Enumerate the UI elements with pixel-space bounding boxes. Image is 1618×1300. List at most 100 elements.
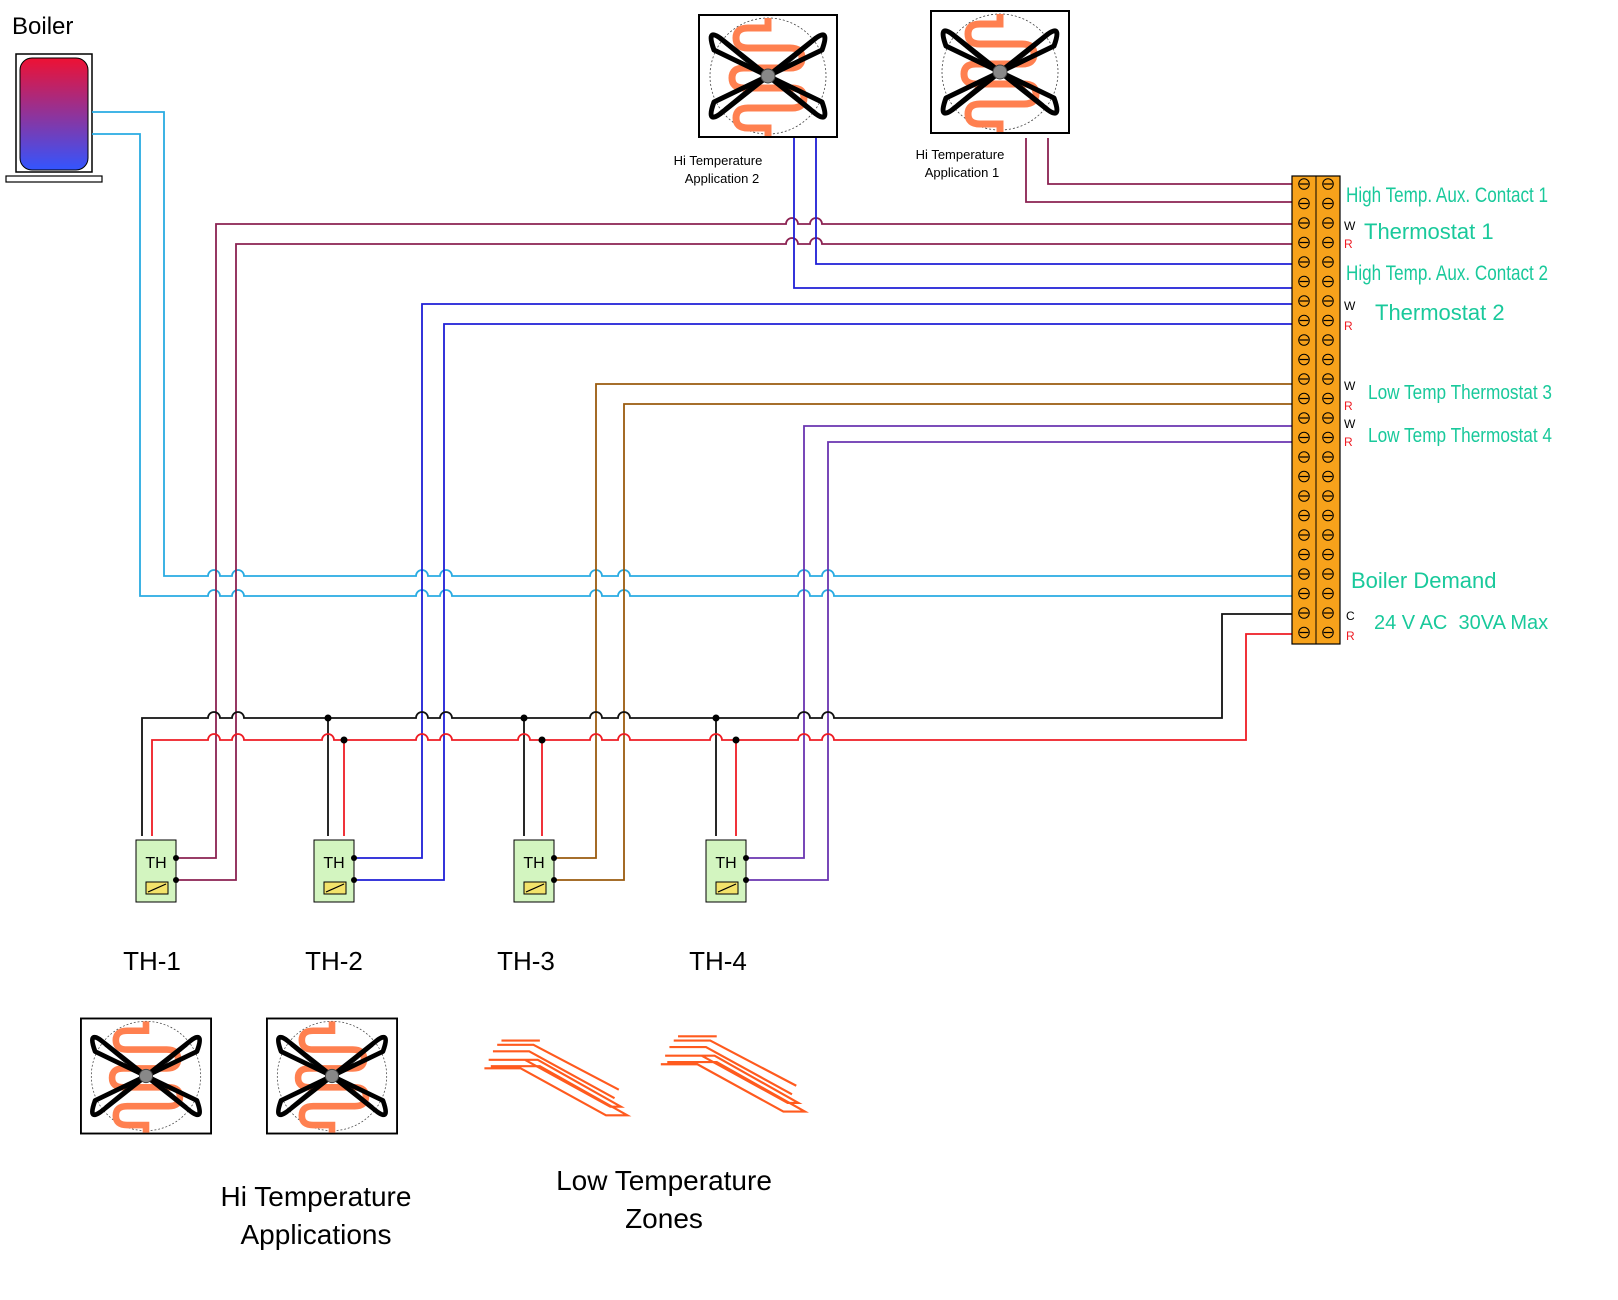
terminal-screw bbox=[1298, 509, 1310, 522]
hi-temp-apps-line2: Applications bbox=[241, 1219, 392, 1250]
terminal-letters: W R W R W R W R C R bbox=[1344, 219, 1356, 643]
terminal-screw bbox=[1322, 217, 1334, 229]
terminal-screw bbox=[1322, 568, 1334, 580]
terminal-screw bbox=[1322, 548, 1334, 561]
label-aux-contact-2: High Temp. Aux. Contact 2 bbox=[1346, 262, 1548, 285]
terminal-screw bbox=[1322, 314, 1334, 327]
label-boiler-demand: Boiler Demand bbox=[1351, 568, 1497, 593]
aux2-wire-a bbox=[815, 138, 1296, 265]
terminal-screw bbox=[1298, 548, 1310, 561]
terminal-screw bbox=[1322, 587, 1334, 600]
terminal-screw bbox=[1322, 451, 1334, 463]
terminal-screw bbox=[1298, 197, 1310, 210]
hot-wire bbox=[151, 633, 1296, 836]
boiler-label: Boiler bbox=[12, 13, 73, 40]
aux2-wire-b bbox=[793, 138, 1296, 289]
floor-zone-1 bbox=[483, 1039, 629, 1117]
terminal-screw bbox=[1298, 314, 1310, 327]
svg-text:R: R bbox=[1344, 435, 1353, 449]
th3-wire-w bbox=[556, 383, 1296, 859]
hi-temp-apps-line1: Hi Temperature bbox=[221, 1181, 412, 1212]
th2-wire-w bbox=[354, 303, 1296, 859]
terminal-screw bbox=[1322, 626, 1334, 639]
fan-coil-hi-1 bbox=[931, 11, 1069, 133]
svg-text:W: W bbox=[1344, 299, 1356, 313]
terminal-screw bbox=[1298, 607, 1310, 619]
terminal-screw bbox=[1298, 295, 1310, 307]
terminal-screw bbox=[1298, 392, 1310, 405]
label-low-temp-thermostat-3: Low Temp Thermostat 3 bbox=[1368, 382, 1552, 404]
th2-wire-r bbox=[354, 323, 1296, 881]
label-24v-power: 24 V AC 30VA Max bbox=[1374, 612, 1548, 634]
label-thermostat-2: Thermostat 2 bbox=[1375, 300, 1505, 325]
terminal-screw bbox=[1298, 490, 1310, 502]
terminal-screw bbox=[1298, 353, 1310, 366]
terminal-screw bbox=[1322, 275, 1334, 288]
th4-wire-w bbox=[748, 425, 1296, 859]
low-temp-zones-line1: Low Temperature bbox=[556, 1165, 772, 1196]
thermostat-th-2: TH bbox=[313, 839, 357, 903]
terminal-screw bbox=[1322, 529, 1334, 541]
boiler-wire-2 bbox=[92, 133, 1296, 597]
th3-wire-r bbox=[556, 403, 1296, 881]
terminal-screw bbox=[1298, 236, 1310, 249]
terminal-screw bbox=[1322, 236, 1334, 249]
terminal-screw bbox=[1298, 256, 1310, 268]
svg-text:R: R bbox=[1344, 399, 1353, 413]
svg-text:TH: TH bbox=[145, 855, 166, 872]
terminal-screw bbox=[1322, 373, 1334, 385]
svg-text:R: R bbox=[1346, 629, 1355, 643]
terminal-screw bbox=[1298, 178, 1310, 190]
terminal-screw bbox=[1298, 431, 1310, 444]
terminal-screw bbox=[1298, 373, 1310, 385]
terminal-screw bbox=[1322, 334, 1334, 346]
terminal-screw bbox=[1298, 451, 1310, 463]
terminal-screw bbox=[1322, 256, 1334, 268]
svg-text:W: W bbox=[1344, 417, 1356, 431]
aux1-wire-a bbox=[1047, 138, 1296, 185]
thermostat-th-1: TH bbox=[135, 839, 179, 903]
boiler bbox=[5, 53, 103, 183]
svg-text:W: W bbox=[1344, 379, 1356, 393]
terminal-screw bbox=[1322, 470, 1334, 483]
th4-wire-r bbox=[748, 441, 1296, 881]
junction-dots bbox=[324, 714, 740, 744]
th1-wire-r bbox=[178, 237, 1296, 881]
fan-coil-hi-1-label-line2: Application 1 bbox=[925, 165, 999, 180]
boiler-wire-1 bbox=[92, 111, 1296, 577]
th-1-label: TH-1 bbox=[123, 946, 181, 976]
terminal-screw bbox=[1322, 392, 1334, 405]
fan-coil-hi-2-label-line2: Application 2 bbox=[685, 171, 759, 186]
svg-text:TH: TH bbox=[323, 855, 344, 872]
terminal-screw bbox=[1322, 431, 1334, 444]
svg-text:R: R bbox=[1344, 319, 1353, 333]
terminal-screw bbox=[1298, 470, 1310, 483]
terminal-screw bbox=[1298, 587, 1310, 600]
terminal-screw bbox=[1322, 490, 1334, 502]
thermostat-labels: TH-1 TH-2 TH-3 TH-4 bbox=[123, 946, 747, 976]
terminal-screw bbox=[1298, 568, 1310, 580]
terminal-screw bbox=[1298, 334, 1310, 346]
svg-text:W: W bbox=[1344, 219, 1356, 233]
wires bbox=[92, 111, 1296, 881]
label-low-temp-thermostat-4: Low Temp Thermostat 4 bbox=[1368, 425, 1552, 447]
svg-text:TH: TH bbox=[523, 855, 544, 872]
fan-coil-bottom-2 bbox=[267, 1018, 397, 1133]
fan-coil-bottom-1 bbox=[81, 1018, 211, 1133]
aux1-wire-b bbox=[1025, 138, 1296, 203]
th1-wire-w bbox=[178, 217, 1296, 859]
thermostat-th-4: TH bbox=[705, 839, 749, 903]
fan-coil-hi-1-label-line1: Hi Temperature bbox=[916, 147, 1005, 162]
terminal-screw bbox=[1322, 607, 1334, 619]
terminal-screw bbox=[1298, 626, 1310, 639]
terminal-labels: High Temp. Aux. Contact 1 Thermostat 1 H… bbox=[1346, 184, 1552, 634]
terminal-screw bbox=[1322, 178, 1334, 190]
terminal-screw bbox=[1322, 509, 1334, 522]
terminal-screw bbox=[1322, 353, 1334, 366]
common-wire bbox=[141, 613, 1296, 836]
terminal-screw bbox=[1322, 295, 1334, 307]
th-4-label: TH-4 bbox=[689, 946, 747, 976]
terminal-screw bbox=[1322, 412, 1334, 424]
svg-text:TH: TH bbox=[715, 855, 736, 872]
